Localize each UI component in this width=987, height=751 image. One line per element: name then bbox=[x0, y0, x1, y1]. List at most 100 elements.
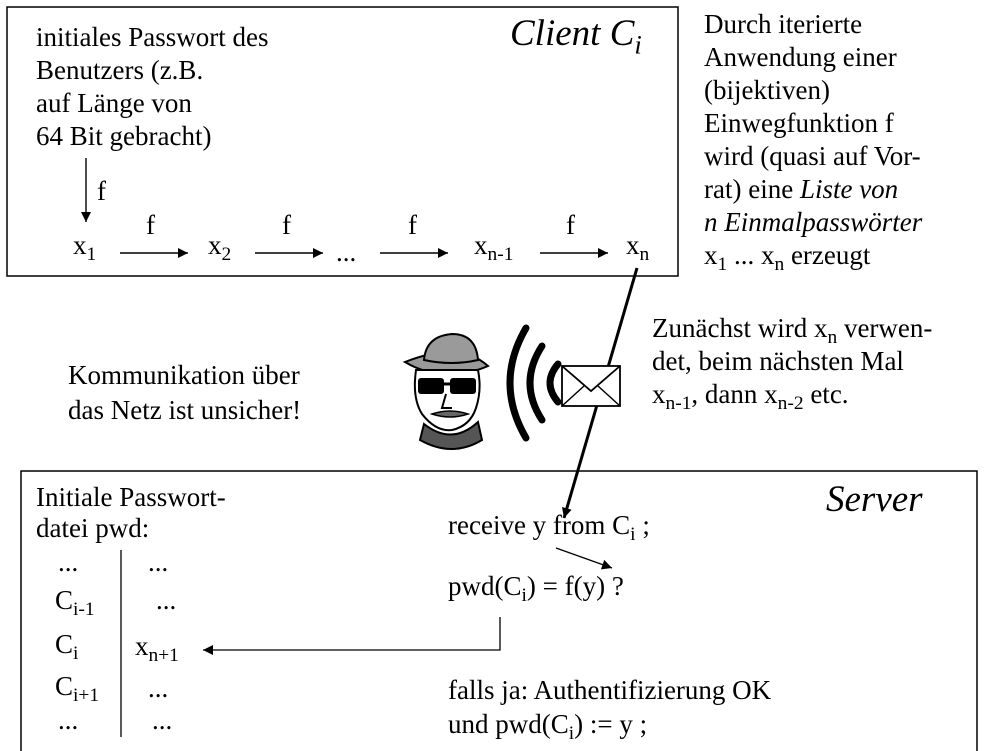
pwd-table-value: x bbox=[135, 631, 149, 661]
pwd-file-line: Initiale Passwort- bbox=[36, 482, 226, 512]
side-note-italic: Liste von bbox=[799, 174, 899, 204]
pwd-table-row-current: Ci bbox=[55, 628, 79, 665]
pwd-table-value: ... bbox=[156, 585, 177, 615]
side-note-text: rat) eine bbox=[704, 174, 800, 204]
pwd-table-row: ... bbox=[148, 546, 168, 579]
y-to-fy-arrow bbox=[555, 547, 613, 570]
f-label-vertical: f bbox=[97, 176, 106, 206]
pwd-file-line: datei pwd: bbox=[36, 513, 150, 543]
side-note-sub: n bbox=[774, 254, 785, 276]
check-end: ) = f(y) ? bbox=[526, 571, 624, 601]
pwd-table-row: ... bbox=[148, 672, 168, 705]
usage-note-text: verwen- bbox=[837, 313, 933, 343]
pwd-table-row: ... bbox=[152, 704, 172, 737]
chain-x1: x1 bbox=[73, 229, 97, 266]
pwd-table-client: C bbox=[55, 671, 74, 701]
usage-note-sub: n-1 bbox=[665, 393, 692, 415]
envelope-icon bbox=[561, 365, 621, 407]
receive-end: ; bbox=[635, 510, 650, 540]
client-title: Client Ci bbox=[510, 12, 642, 58]
pwd-table-client: ... bbox=[58, 547, 79, 577]
result-text: und pwd(C bbox=[448, 709, 569, 739]
receive-sub: i bbox=[630, 524, 636, 546]
side-note-line: Einwegfunktion f bbox=[704, 108, 894, 138]
pwd-table-row: ... bbox=[58, 546, 78, 579]
client-box bbox=[6, 6, 679, 277]
chain-xn: xn bbox=[626, 229, 650, 266]
result-line: und pwd(Ci) := y ; bbox=[448, 707, 771, 743]
pwd-table-row: Ci+1 bbox=[55, 670, 100, 707]
usage-note-text: x bbox=[652, 379, 666, 409]
client-title-sub: i bbox=[634, 29, 642, 60]
check-text: pwd(C bbox=[448, 571, 522, 601]
pwd-table-client: C bbox=[55, 629, 74, 659]
usage-note-sub: n bbox=[827, 327, 838, 349]
spy-icon bbox=[402, 332, 490, 450]
usage-note: Zunächst wird xn verwen- det, beim nächs… bbox=[652, 312, 933, 415]
result-statement: falls ja: Authentifizierung OK und pwd(C… bbox=[448, 673, 772, 743]
pwd-table-row: Ci-1 bbox=[55, 584, 95, 619]
initial-password-line: Benutzers (z.B. bbox=[36, 55, 204, 85]
chain-dots: ... bbox=[336, 237, 357, 267]
client-title-text: Client C bbox=[510, 13, 635, 54]
chain-x1-var: x bbox=[73, 230, 87, 260]
side-note-var: x bbox=[704, 240, 718, 270]
side-note-italic: n Einmalpasswörter bbox=[704, 207, 923, 237]
usage-note-line: xn-1, dann xn-2 etc. bbox=[652, 378, 932, 415]
initial-password-line: 64 Bit gebracht) bbox=[36, 121, 212, 151]
pwd-table-client: ... bbox=[58, 705, 79, 735]
receive-text: receive y from C bbox=[448, 510, 631, 540]
initial-password-text: initiales Passwort des Benutzers (z.B. a… bbox=[36, 21, 268, 153]
side-note-line: Anwendung einer bbox=[704, 42, 897, 72]
usage-note-sub: n-2 bbox=[777, 393, 804, 415]
side-note-sub: 1 bbox=[717, 254, 728, 276]
pwd-table-row: ... bbox=[156, 584, 176, 617]
signal-waves-icon bbox=[506, 324, 562, 442]
side-note-text: erzeugt bbox=[784, 240, 871, 270]
side-note-text: ... x bbox=[727, 240, 775, 270]
chain-x2-sub: 2 bbox=[221, 244, 232, 266]
server-title: Server bbox=[826, 479, 923, 520]
initial-password-line: auf Länge von bbox=[36, 88, 192, 118]
chain-xn-var: x bbox=[626, 230, 640, 260]
chain-xn-sub: n bbox=[639, 244, 650, 266]
usage-note-line: Zunächst wird xn verwen- bbox=[652, 312, 933, 349]
pwd-table-row-current: xn+1 bbox=[135, 630, 179, 667]
chain-xn-1: xn-1 bbox=[474, 229, 513, 264]
chain-x2-var: x bbox=[208, 230, 222, 260]
receive-statement: receive y from Ci ; bbox=[448, 509, 650, 546]
usage-note-text: Zunächst wird x bbox=[652, 313, 828, 343]
f-label-chain-4: f bbox=[566, 210, 575, 240]
usage-note-text: etc. bbox=[803, 379, 849, 409]
pwd-table-client: C bbox=[55, 585, 74, 615]
side-note-line: Durch iterierte bbox=[704, 9, 863, 39]
chain-x1-sub: 1 bbox=[86, 244, 97, 266]
side-note-line: rat) eine Liste von bbox=[704, 173, 922, 206]
pwd-table-row: ... bbox=[58, 704, 78, 737]
side-note-line: wird (quasi auf Vor- bbox=[704, 141, 921, 171]
check-statement: pwd(Ci) = f(y) ? bbox=[448, 570, 624, 607]
pwd-table-value-sub: n+1 bbox=[148, 645, 179, 667]
pwd-table-value: ... bbox=[148, 547, 169, 577]
pwd-table-client-sub: i+1 bbox=[73, 685, 100, 707]
lookup-arrow bbox=[203, 617, 501, 655]
side-note: Durch iterierte Anwendung einer (bijekti… bbox=[704, 8, 923, 276]
pwd-table-value: ... bbox=[152, 705, 173, 735]
f-label-chain-2: f bbox=[282, 210, 291, 240]
pwd-table-client-sub: i bbox=[73, 643, 79, 665]
warning-line: das Netz ist unsicher! bbox=[68, 395, 302, 425]
pwd-table-value: ... bbox=[148, 673, 169, 703]
usage-note-line: det, beim nächsten Mal bbox=[652, 346, 904, 376]
result-end: ) := y ; bbox=[574, 709, 648, 739]
insecure-warning: Kommunikation über das Netz ist unsicher… bbox=[68, 358, 301, 428]
side-note-line: x1 ... xn erzeugt bbox=[704, 239, 922, 276]
result-line: falls ja: Authentifizierung OK bbox=[448, 675, 772, 705]
pwd-file-label: Initiale Passwort- datei pwd: bbox=[36, 482, 226, 544]
side-note-line: (bijektiven) bbox=[704, 75, 830, 105]
chain-x2: x2 bbox=[208, 229, 232, 266]
initial-password-line: initiales Passwort des bbox=[36, 22, 269, 52]
server-box bbox=[20, 470, 978, 751]
usage-note-text: , dann x bbox=[691, 379, 778, 409]
chain-xn-1-var: x bbox=[474, 230, 488, 260]
check-sub: i bbox=[521, 585, 527, 607]
